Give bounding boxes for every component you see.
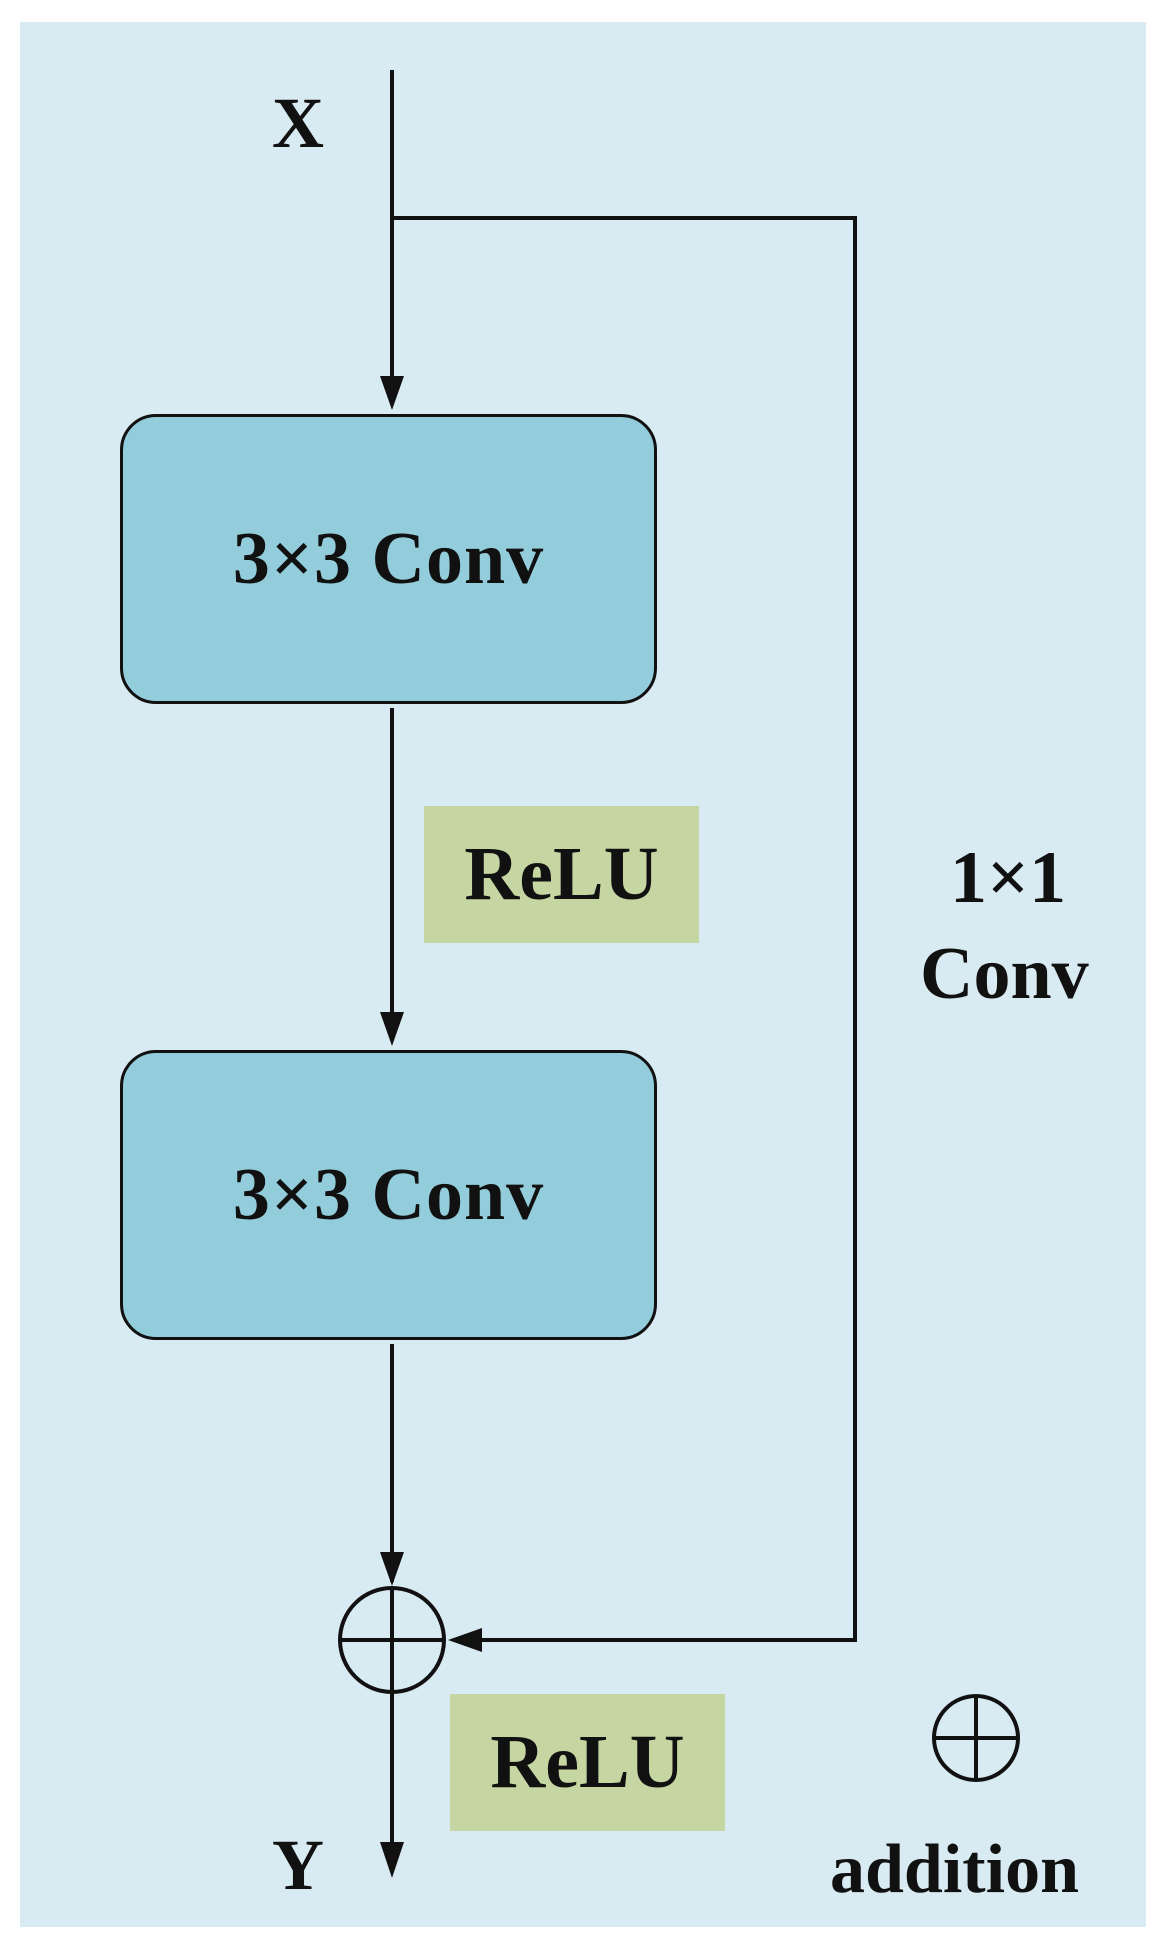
conv-block-1-label: 3×3 Conv xyxy=(232,517,545,600)
relu-block-2-label: ReLU xyxy=(490,1720,685,1804)
circled-plus-icon xyxy=(338,1586,446,1694)
relu-block-1: ReLU xyxy=(424,806,699,943)
legend-addition-label: addition xyxy=(830,1831,1079,1908)
relu-block-2: ReLU xyxy=(450,1694,725,1831)
output-label-y: Y xyxy=(272,1825,324,1905)
output-arrowhead xyxy=(380,1842,404,1878)
conv-block-2-label: 3×3 Conv xyxy=(232,1153,545,1236)
input-label-x: X xyxy=(272,83,324,163)
conv-block-1: 3×3 Conv xyxy=(120,414,657,704)
skip-connection-line xyxy=(392,216,857,1642)
skip-label-conv: Conv xyxy=(920,933,1089,1015)
skip-arrowhead xyxy=(448,1628,482,1652)
conv1-to-conv2-arrowhead xyxy=(380,1012,404,1046)
conv2-to-adder-arrowhead xyxy=(380,1552,404,1586)
legend-circled-plus-icon xyxy=(932,1694,1020,1782)
input-arrowhead xyxy=(380,376,404,410)
diagram-panel xyxy=(20,22,1146,1927)
relu-block-1-label: ReLU xyxy=(464,832,659,916)
conv-block-2: 3×3 Conv xyxy=(120,1050,657,1340)
skip-label-kernel: 1×1 xyxy=(950,837,1067,919)
